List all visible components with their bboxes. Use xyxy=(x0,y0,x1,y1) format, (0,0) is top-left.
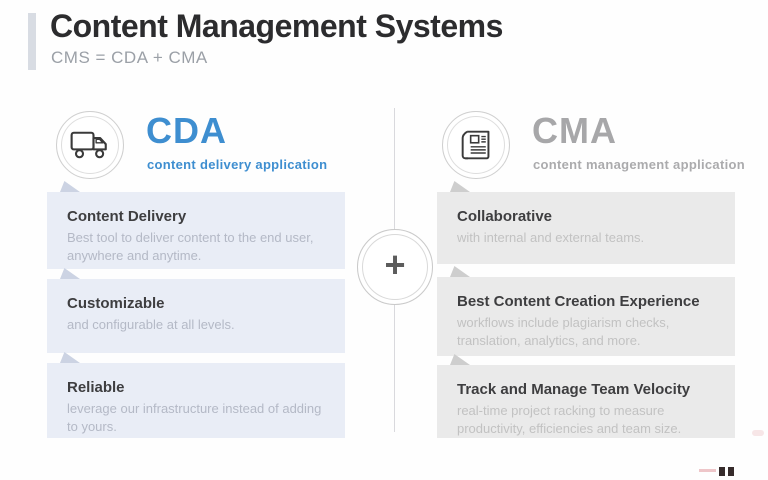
card-title: Track and Manage Team Velocity xyxy=(457,381,691,398)
card-description: workflows include plagiarism checks, tra… xyxy=(457,315,670,349)
delivery-truck-icon xyxy=(69,130,111,160)
plus-circle: + xyxy=(357,229,433,305)
watermark-dash xyxy=(699,469,716,472)
card-fold xyxy=(60,181,80,192)
cda-card-reliable: Reliable leverage our infrastructure ins… xyxy=(47,363,345,438)
card-title: Content Delivery xyxy=(67,208,187,225)
cda-icon-circle xyxy=(56,111,124,179)
card-description: Best tool to deliver content to the end … xyxy=(67,230,314,264)
cma-card-collaborative: Collaborative with internal and external… xyxy=(437,192,735,264)
cda-card-customizable: Customizable and configurable at all lev… xyxy=(47,279,345,353)
cda-card-content-delivery: Content Delivery Best tool to deliver co… xyxy=(47,192,345,269)
cma-icon-circle xyxy=(442,111,510,179)
page-title: Content Management Systems xyxy=(50,8,503,44)
card-fold xyxy=(60,352,80,363)
cma-card-creation-experience: Best Content Creation Experience workflo… xyxy=(437,277,735,356)
cma-card-team-velocity: Track and Manage Team Velocity real-time… xyxy=(437,365,735,438)
plus-icon: + xyxy=(384,244,406,285)
card-fold xyxy=(450,354,470,365)
card-description: real-time project racking to measure pro… xyxy=(457,403,682,437)
cda-acronym: CDA xyxy=(146,110,227,151)
card-title: Reliable xyxy=(67,379,125,396)
title-accent-bar xyxy=(28,13,36,70)
card-description: and configurable at all levels. xyxy=(67,317,235,332)
card-title: Best Content Creation Experience xyxy=(457,293,700,310)
watermark-smudge xyxy=(752,430,764,436)
cda-label: content delivery application xyxy=(147,157,328,172)
newspaper-icon xyxy=(458,129,494,161)
card-title: Collaborative xyxy=(457,208,553,225)
watermark-dot xyxy=(728,467,734,476)
card-description: leverage our infrastructure instead of a… xyxy=(67,401,322,435)
card-fold xyxy=(60,268,80,279)
card-description: with internal and external teams. xyxy=(457,230,645,245)
cma-label: content management application xyxy=(533,157,745,172)
watermark-dot xyxy=(719,467,725,476)
card-fold xyxy=(450,181,470,192)
card-title: Customizable xyxy=(67,295,165,312)
page-subtitle: CMS = CDA + CMA xyxy=(51,48,208,67)
cma-acronym: CMA xyxy=(532,110,617,151)
card-fold xyxy=(450,266,470,277)
